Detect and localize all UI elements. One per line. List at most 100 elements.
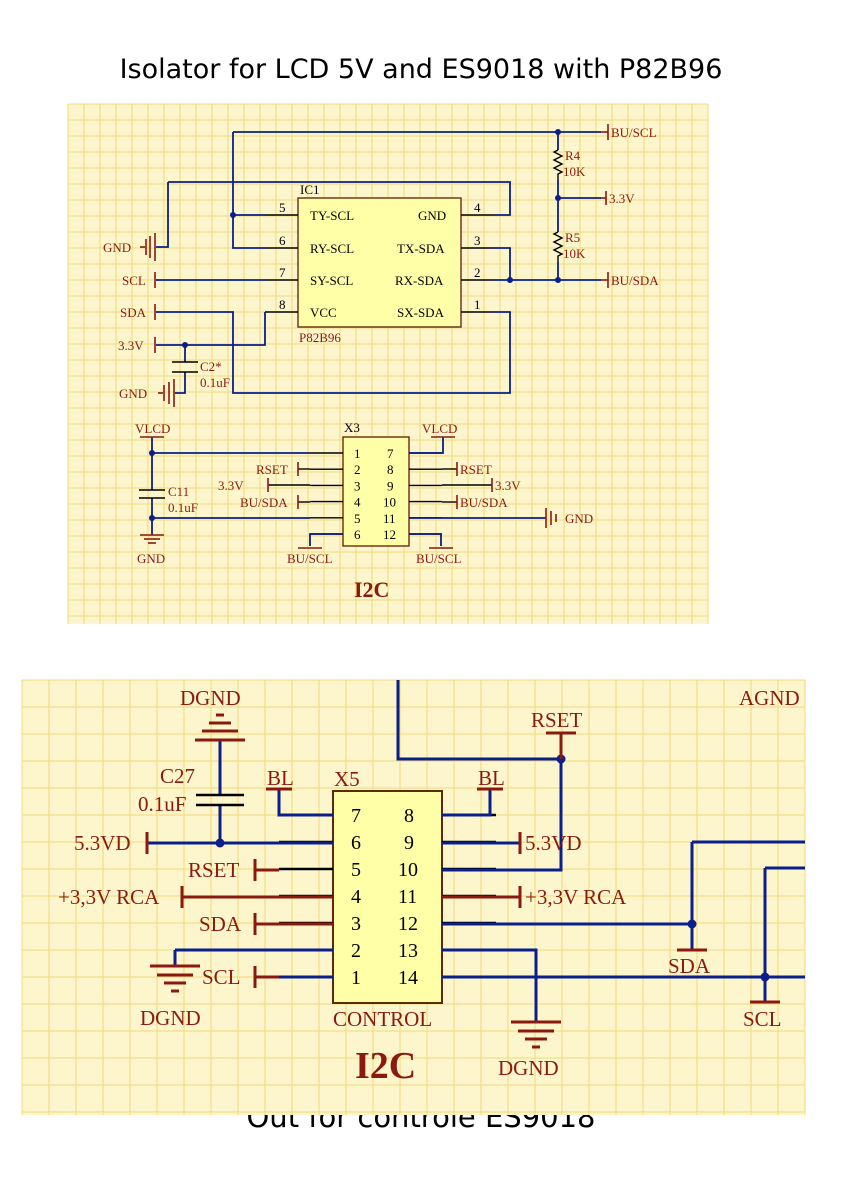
ic1-pin-8-number: 8 — [279, 297, 286, 312]
c27-value: 0.1uF — [138, 792, 186, 816]
port-sda-right: SDA — [668, 948, 711, 978]
svg-text:3.3V: 3.3V — [218, 478, 244, 493]
ic1-pin-6-name: RY-SCL — [310, 241, 354, 256]
svg-text:+3,3V RCA: +3,3V RCA — [525, 885, 627, 909]
top-junctions — [182, 129, 561, 348]
svg-text:SCL: SCL — [743, 1007, 782, 1031]
port-5v3d-right: 5.3VD — [518, 831, 582, 855]
svg-text:RSET: RSET — [531, 708, 583, 732]
x5-pin-13-number: 13 — [398, 940, 418, 962]
r4-value: 10K — [563, 164, 586, 179]
x3-port-rset-left: RSET — [256, 462, 299, 477]
top-i2c-caption: I2C — [354, 577, 389, 602]
port-3v3-rca-left: +3,3V RCA — [58, 885, 333, 909]
x3-pin-11-number: 11 — [383, 511, 396, 526]
ic1-left-pins: 5 6 7 8 TY-SCL RY-SCL SY-SCL VCC — [265, 200, 354, 320]
ic1-pin-1-number: 1 — [474, 297, 481, 312]
ic1-pin-4-name: GND — [418, 208, 446, 223]
port-3v3-left: 3.3V — [118, 337, 156, 353]
x3-connector-body — [342, 436, 410, 547]
r4-ref: R4 — [565, 148, 581, 163]
x5-pin-10-number: 10 — [398, 859, 418, 881]
c2-capacitor-symbol — [172, 361, 198, 373]
x5-designator: X5 — [334, 767, 360, 791]
svg-text:GND: GND — [137, 551, 165, 566]
x3-port-rset-right: RSET — [456, 462, 492, 477]
c11-value: 0.1uF — [168, 500, 198, 515]
x5-pin-3-number: 3 — [351, 913, 361, 935]
r4-resistor-symbol — [552, 149, 564, 180]
bottom-junctions — [215, 754, 770, 982]
port-scl-right: SCL — [743, 1000, 782, 1031]
x3-pin-3-number: 3 — [354, 478, 361, 493]
ic1-pin-7-number: 7 — [279, 265, 286, 280]
ic1-pin-5-number: 5 — [279, 200, 286, 215]
port-scl-left-bottom: SCL — [202, 965, 279, 989]
bottom-wires — [147, 680, 805, 1022]
r5-value: 10K — [563, 246, 586, 261]
top-diagram-title: Isolator for LCD 5V and ES9018 with P82B… — [119, 54, 723, 85]
svg-text:GND: GND — [119, 386, 147, 401]
ic1-pin-1-name: SX-SDA — [397, 305, 445, 320]
c27-ref: C27 — [160, 764, 195, 788]
ic1-pin-2-name: RX-SDA — [395, 273, 444, 288]
x3-pin-9-number: 9 — [387, 478, 394, 493]
c11-capacitor-symbol — [139, 489, 165, 499]
svg-text:BU/SCL: BU/SCL — [287, 551, 333, 566]
ic1-pin-7-name: SY-SCL — [310, 273, 353, 288]
svg-text:BL: BL — [267, 766, 294, 790]
c2-value: 0.1uF — [200, 375, 230, 390]
x3-port-bu-scl-left: BU/SCL — [287, 533, 343, 566]
dgnd-symbol-left: DGND — [140, 964, 201, 1030]
svg-text:DGND: DGND — [180, 686, 241, 710]
x3-pin-12-number: 12 — [383, 527, 396, 542]
x5-pin-8-number: 8 — [404, 805, 414, 827]
ic1-pin-8-name: VCC — [310, 305, 337, 320]
svg-text:SDA: SDA — [668, 954, 711, 978]
rset-port-top: RSET — [531, 708, 583, 759]
x5-pin-14-number: 14 — [398, 967, 418, 989]
agnd-label: AGND — [739, 686, 800, 710]
dgnd-symbol-center: DGND — [498, 1020, 561, 1080]
ic1-pin-3-name: TX-SDA — [397, 241, 445, 256]
x5-pin-11-number: 11 — [398, 886, 417, 908]
ic1-body — [297, 197, 462, 328]
svg-text:BU/SCL: BU/SCL — [611, 125, 657, 140]
port-bu-scl-top: BU/SCL — [601, 124, 657, 140]
c11-ref: C11 — [168, 484, 189, 499]
x5-part-name: CONTROL — [333, 1007, 432, 1031]
port-3v3-right: 3.3V — [601, 191, 635, 206]
x5-pin-7-number: 7 — [351, 805, 361, 827]
x5-connector-body — [332, 790, 443, 1004]
x3-port-bu-sda-left: BU/SDA — [240, 495, 299, 510]
c27-capacitor-symbol — [196, 793, 244, 807]
x5-pin-9-number: 9 — [404, 832, 414, 854]
svg-text:5.3VD: 5.3VD — [525, 831, 582, 855]
junction-vlcd — [149, 450, 155, 456]
port-scl-left: SCL — [122, 272, 156, 288]
x3-pin-8-number: 8 — [387, 462, 394, 477]
svg-text:BL: BL — [478, 766, 505, 790]
bl-port-right: BL — [477, 766, 505, 791]
x5-pin-12-number: 12 — [398, 913, 418, 935]
svg-text:SCL: SCL — [122, 273, 146, 288]
port-bu-sda-top: BU/SDA — [601, 272, 659, 288]
junction-gnd — [149, 515, 155, 521]
x3-pin-7-number: 7 — [387, 446, 394, 461]
x5-pin-1-number: 1 — [351, 967, 361, 989]
x3-port-3v3-right: 3.3V — [491, 478, 521, 493]
bl-port-left: BL — [266, 766, 294, 791]
svg-text:RSET: RSET — [256, 462, 288, 477]
svg-text:+3,3V RCA: +3,3V RCA — [58, 885, 160, 909]
ic1-pin-2-number: 2 — [474, 265, 481, 280]
r5-resistor-symbol — [552, 231, 564, 262]
x5-pin-4-number: 4 — [351, 886, 361, 908]
port-3v3-rca-right: +3,3V RCA — [442, 885, 627, 909]
port-gnd-left-top: GND — [103, 233, 156, 261]
port-rset-left: RSET — [188, 858, 279, 882]
x3-pin-4-number: 4 — [354, 495, 361, 510]
x3-port-gnd-right: GND — [545, 508, 593, 528]
ic1-right-pins: 4 3 2 1 GND TX-SDA RX-SDA SX-SDA — [395, 200, 494, 320]
x3-designator: X3 — [344, 420, 360, 435]
